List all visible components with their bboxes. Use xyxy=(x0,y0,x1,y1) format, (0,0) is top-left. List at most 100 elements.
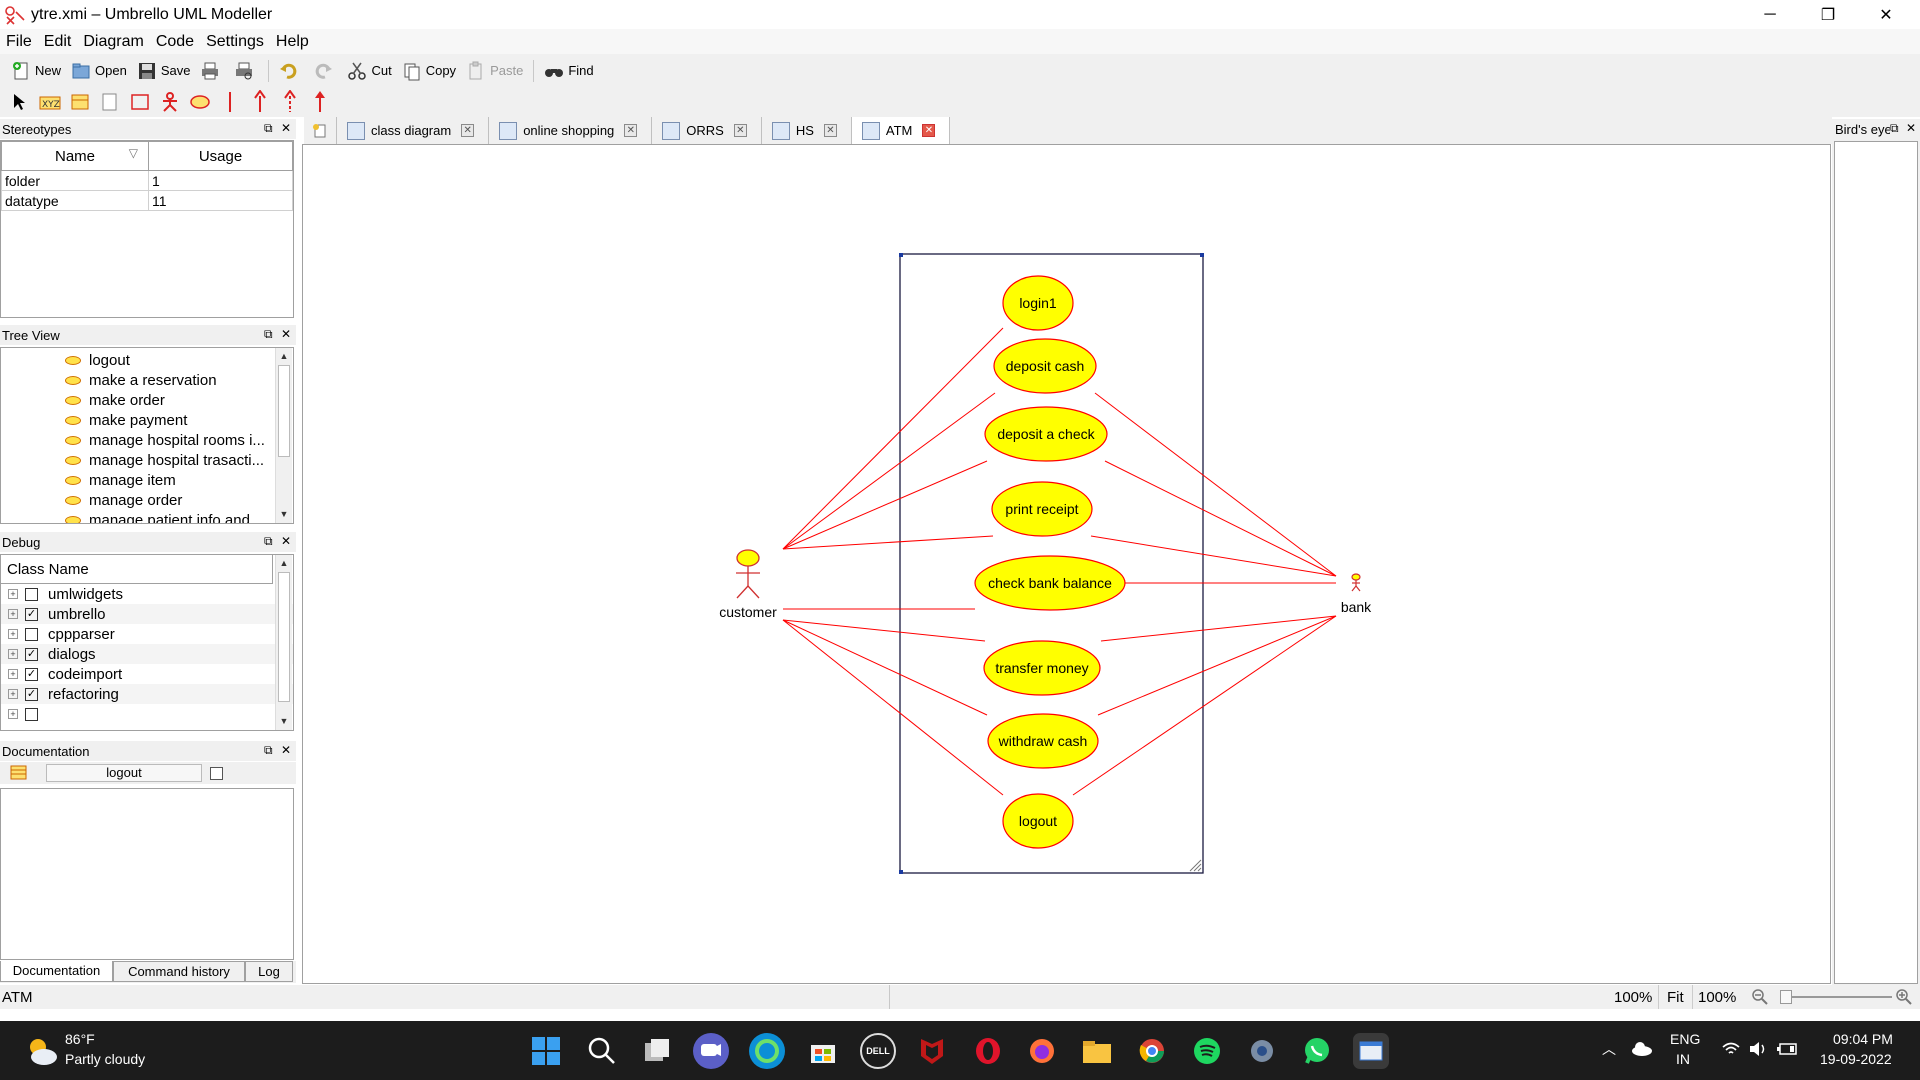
usecase-print-receipt[interactable]: print receipt xyxy=(991,481,1093,537)
close-tab-icon[interactable]: ✕ xyxy=(922,124,936,137)
save-button[interactable]: Save xyxy=(132,57,196,85)
association-line[interactable] xyxy=(1094,392,1337,577)
tree-item[interactable]: manage hospital rooms i... xyxy=(1,430,293,450)
clock-date[interactable]: 19-09-2022 xyxy=(1820,1051,1892,1067)
new-tab-button[interactable] xyxy=(304,117,337,144)
debug-row[interactable]: +✓codeimport xyxy=(1,664,293,684)
menu-diagram[interactable]: Diagram xyxy=(83,32,144,50)
actor-customer[interactable] xyxy=(736,549,760,599)
whatsapp-button[interactable] xyxy=(1299,1033,1335,1069)
selection-handle[interactable] xyxy=(899,253,903,257)
note-tool[interactable] xyxy=(98,90,122,114)
close-tab-icon[interactable]: ✕ xyxy=(823,124,837,137)
generalization-tool[interactable] xyxy=(248,90,272,114)
dell-app-button[interactable]: DELL xyxy=(860,1033,896,1069)
close-icon[interactable]: ✕ xyxy=(281,327,292,341)
tree-item[interactable]: make order xyxy=(1,390,293,410)
debug-checkbox[interactable] xyxy=(25,587,38,601)
association-line[interactable] xyxy=(782,460,988,550)
actor-bank[interactable] xyxy=(1351,573,1361,592)
tab-documentation[interactable]: Documentation xyxy=(0,961,113,982)
undo-button[interactable] xyxy=(274,57,308,85)
association-line[interactable] xyxy=(782,535,994,550)
float-icon[interactable]: ⧉ xyxy=(264,534,273,548)
print-preview-button[interactable] xyxy=(229,57,263,85)
float-icon[interactable]: ⧉ xyxy=(264,121,273,135)
tab-hs[interactable]: HS✕ xyxy=(762,117,852,144)
float-icon[interactable]: ⧉ xyxy=(1890,121,1899,135)
dependency-tool[interactable] xyxy=(278,90,302,114)
find-button[interactable]: Find xyxy=(539,57,598,85)
edge-browser-button[interactable] xyxy=(749,1033,785,1069)
scroll-up-icon[interactable]: ▲ xyxy=(279,351,289,361)
tree-scrollbar[interactable]: ▲ ▼ xyxy=(275,348,292,523)
table-row[interactable]: folder 1 xyxy=(1,170,293,191)
debug-column-header[interactable]: Class Name xyxy=(1,555,273,584)
association-line[interactable] xyxy=(782,327,1004,550)
tree-item[interactable]: manage hospital trasacti... xyxy=(1,450,293,470)
association-line[interactable] xyxy=(782,619,986,642)
debug-checkbox[interactable]: ✓ xyxy=(25,667,38,681)
tree-item[interactable]: logout xyxy=(1,350,293,370)
close-tab-icon[interactable]: ✕ xyxy=(624,124,638,137)
menu-edit[interactable]: Edit xyxy=(43,32,72,50)
select-tool[interactable] xyxy=(8,90,32,114)
menu-code[interactable]: Code xyxy=(155,32,195,50)
debug-row[interactable]: +✓dialogs xyxy=(1,644,293,664)
selection-handle[interactable] xyxy=(1200,253,1204,257)
open-button[interactable]: Open xyxy=(66,57,132,85)
documentation-textarea[interactable] xyxy=(0,788,294,960)
usecase-logout[interactable]: logout xyxy=(1002,793,1074,849)
expand-icon[interactable]: + xyxy=(8,649,18,659)
table-row[interactable]: datatype 11 xyxy=(1,190,293,211)
battery-icon[interactable] xyxy=(1776,1041,1798,1057)
tree-item[interactable]: make a reservation xyxy=(1,370,293,390)
close-button[interactable]: ✕ xyxy=(1857,0,1915,29)
diagram-canvas[interactable]: customer bank login1 deposit cash deposi… xyxy=(302,144,1831,984)
weather-widget[interactable]: 86°F Partly cloudy xyxy=(20,1029,220,1073)
usecase-transfer-money[interactable]: transfer money xyxy=(983,640,1101,696)
actor-xyz-tool[interactable]: XYZ xyxy=(38,90,62,114)
association-line[interactable] xyxy=(782,619,988,716)
usecase-login1[interactable]: login1 xyxy=(1002,275,1074,331)
tab-orrs[interactable]: ORRS✕ xyxy=(652,117,762,144)
redo-button[interactable] xyxy=(308,57,342,85)
firefox-button[interactable] xyxy=(1024,1033,1060,1069)
debug-scrollbar[interactable]: ▲ ▼ xyxy=(275,555,292,730)
zoom-fit-button[interactable]: Fit xyxy=(1658,985,1693,1009)
usecase-deposit-a-check[interactable]: deposit a check xyxy=(984,406,1108,462)
expand-icon[interactable]: + xyxy=(8,689,18,699)
usecase-box-tool[interactable] xyxy=(68,90,92,114)
umbrello-taskbar-button[interactable] xyxy=(1353,1033,1389,1069)
tab-atm[interactable]: ATM✕ xyxy=(851,117,951,144)
debug-row[interactable]: +cppparser xyxy=(1,624,293,644)
close-icon[interactable]: ✕ xyxy=(281,121,292,135)
usecase-withdraw-cash[interactable]: withdraw cash xyxy=(987,713,1099,769)
show-hidden-icons-chevron-icon[interactable]: ︿ xyxy=(1602,1041,1616,1057)
close-icon[interactable]: ✕ xyxy=(281,534,292,548)
debug-row[interactable]: +✓umbrello xyxy=(1,604,293,624)
association-line[interactable] xyxy=(1090,535,1337,577)
copy-button[interactable]: Copy xyxy=(397,57,461,85)
tree-item[interactable]: manage patient info and xyxy=(1,510,293,523)
use-case-diagram[interactable]: customer bank login1 deposit cash deposi… xyxy=(303,145,1830,983)
close-icon[interactable]: ✕ xyxy=(281,743,292,757)
debug-row[interactable]: +umlwidgets xyxy=(1,584,293,604)
documentation-checkbox[interactable] xyxy=(210,766,223,780)
debug-checkbox[interactable] xyxy=(25,627,38,641)
volume-icon[interactable] xyxy=(1748,1040,1768,1058)
store-button[interactable] xyxy=(805,1033,841,1069)
zoom-in-icon[interactable] xyxy=(1896,989,1912,1005)
debug-checkbox[interactable]: ✓ xyxy=(25,607,38,621)
teams-chat-button[interactable] xyxy=(693,1033,729,1069)
column-header-usage[interactable]: Usage xyxy=(148,141,293,171)
float-icon[interactable]: ⧉ xyxy=(264,743,273,757)
language-indicator-top[interactable]: ENG xyxy=(1670,1031,1701,1047)
task-view-button[interactable] xyxy=(639,1033,675,1069)
tab-log[interactable]: Log xyxy=(245,961,293,982)
restore-button[interactable]: ❐ xyxy=(1799,0,1857,29)
association-line[interactable] xyxy=(1104,460,1337,577)
debug-row[interactable]: +✓refactoring xyxy=(1,684,293,704)
debug-checkbox[interactable] xyxy=(25,707,38,721)
menu-settings[interactable]: Settings xyxy=(206,32,264,50)
